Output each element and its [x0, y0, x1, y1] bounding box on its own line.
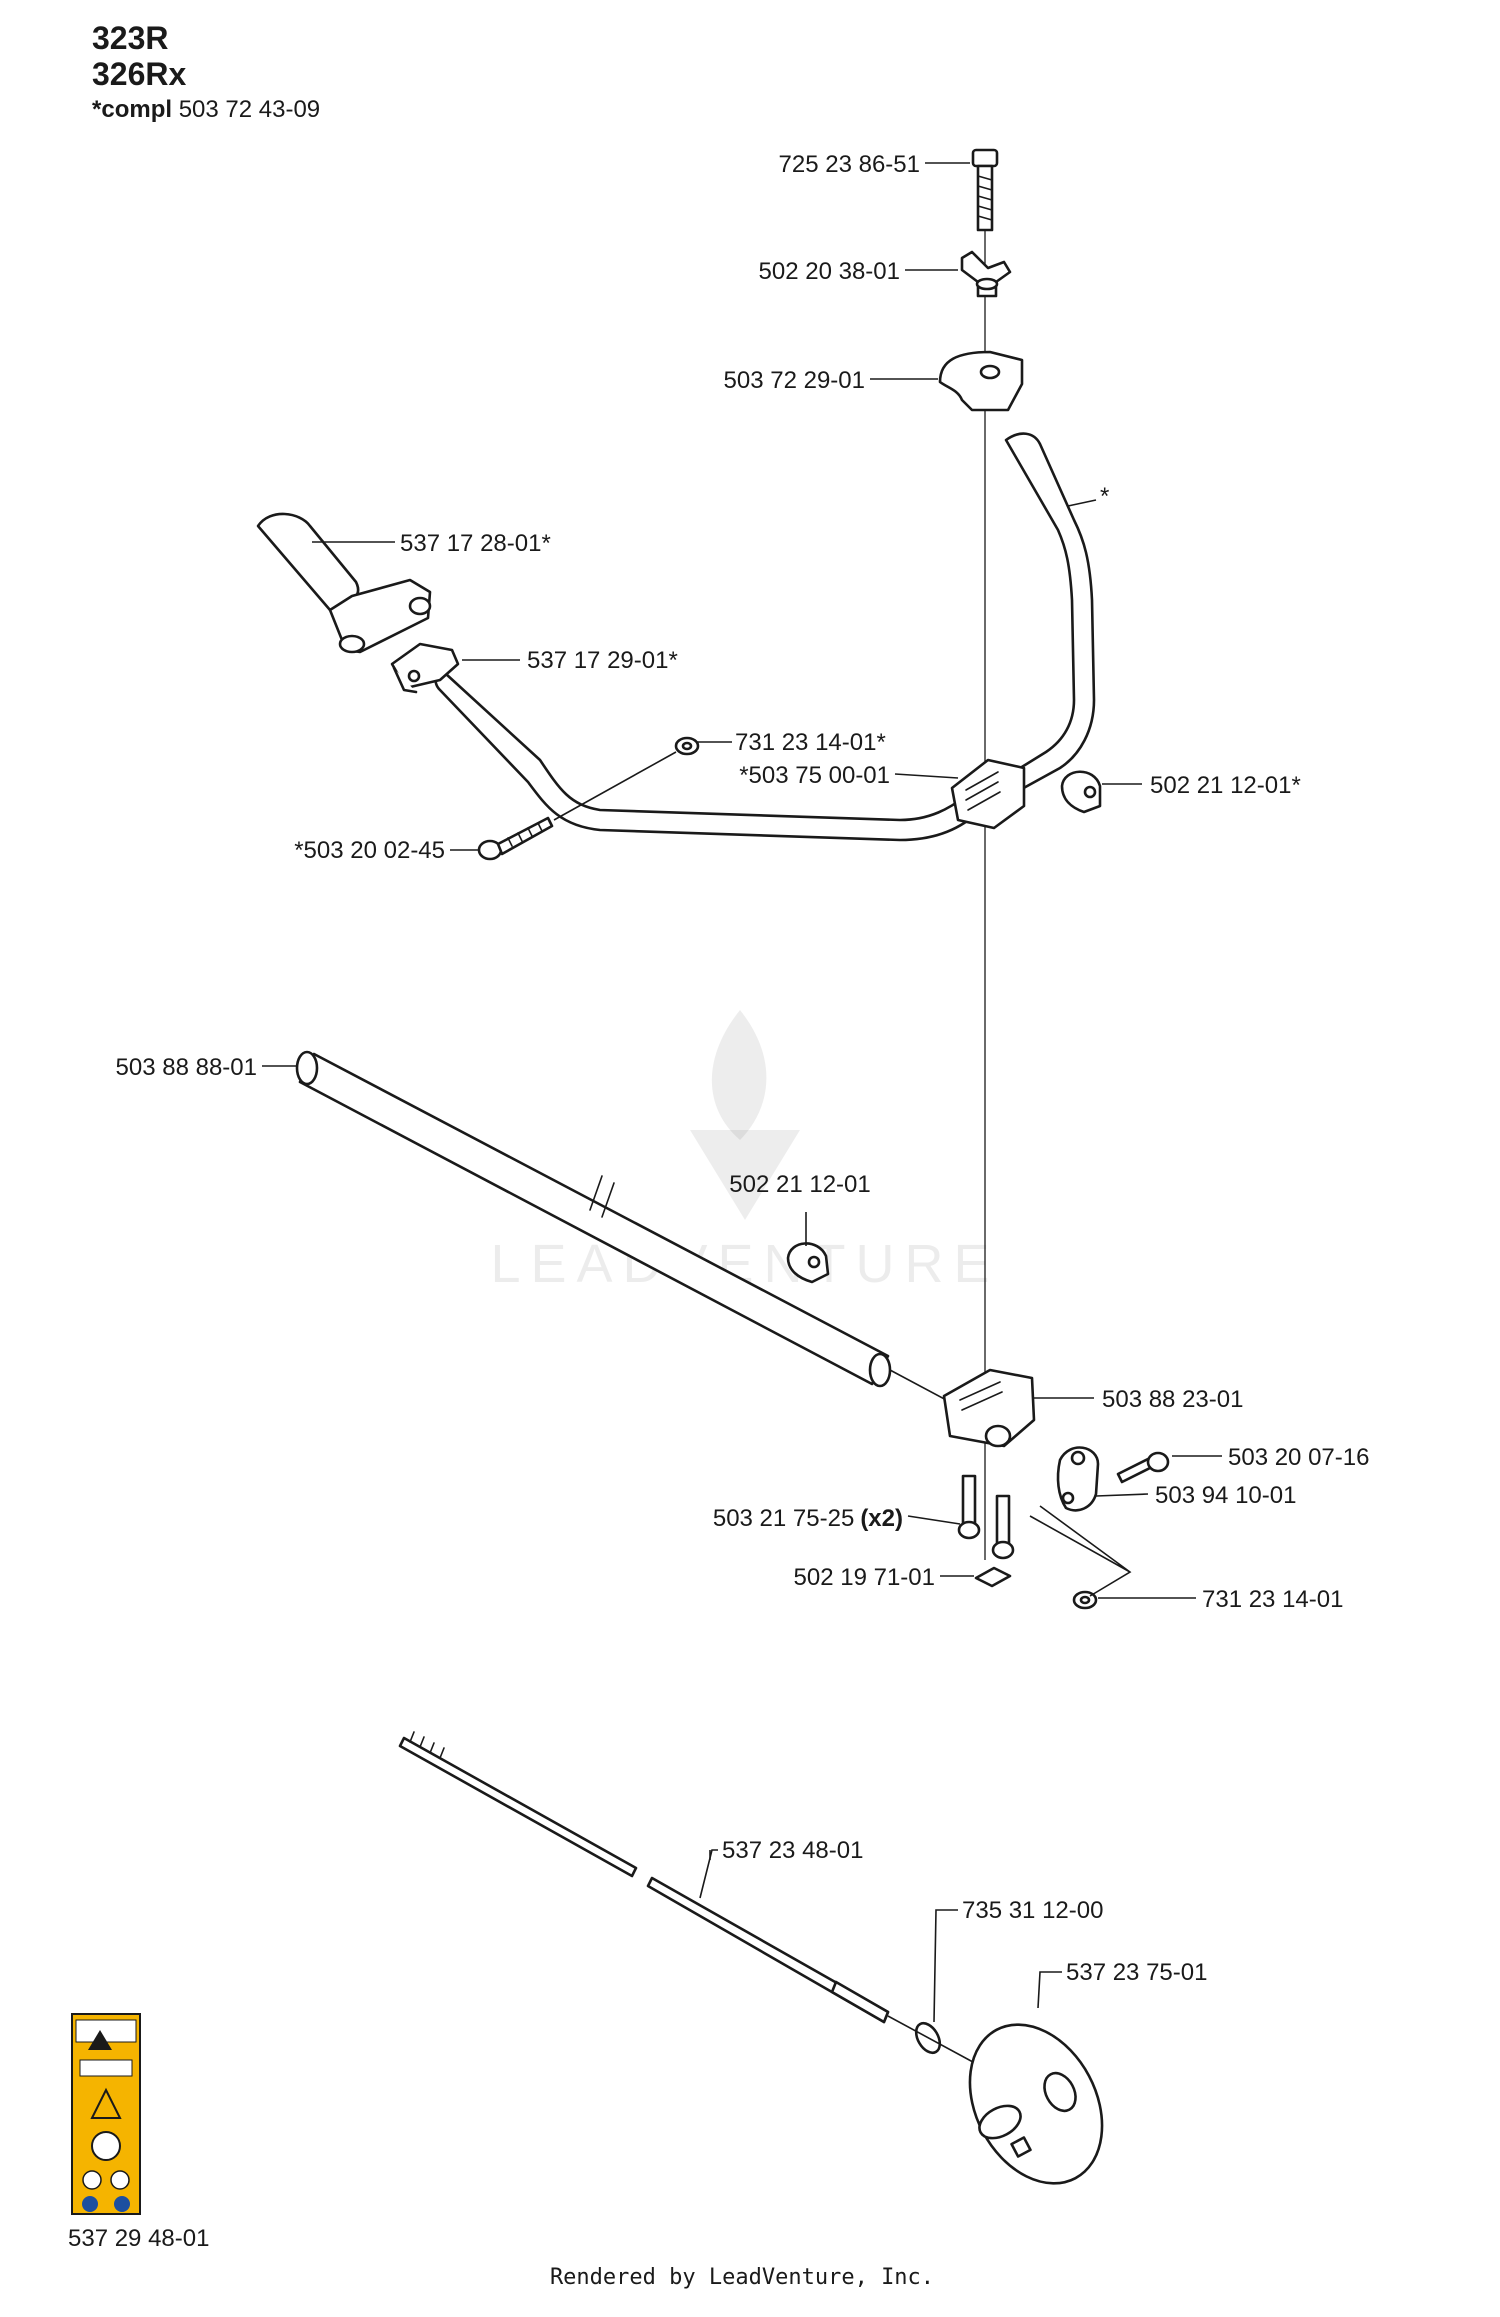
model-title-323r: 323R	[92, 20, 169, 56]
clamp-503-88-23-01[interactable]	[942, 1368, 1036, 1448]
label-731-23-14-01: 731 23 14-01	[1202, 1586, 1343, 1613]
leadventure-watermark: LEADVENTURE	[490, 1010, 990, 1294]
shaft-axis-line	[887, 2015, 985, 2069]
handlebar-right-tube[interactable]	[1002, 432, 1096, 792]
switch-537-17-29-01[interactable]	[390, 642, 460, 694]
label-735-31-12-00: 735 31 12-00	[962, 1897, 1103, 1924]
nut-502-19-71-01[interactable]	[974, 1566, 1012, 1588]
label-537-23-48-01: 537 23 48-01	[722, 1837, 863, 1864]
label-503-94-10-01: 503 94 10-01	[1155, 1482, 1296, 1509]
label-537-17-29-01: 537 17 29-01*	[527, 647, 678, 674]
handlebar-left-tube[interactable]	[434, 672, 978, 842]
tube-axis-line	[889, 1369, 951, 1403]
complete-assembly-note: *compl 503 72 43-09	[92, 96, 320, 124]
label-537-23-75-01: 537 23 75-01	[1066, 1959, 1207, 1986]
grip-537-17-28-01[interactable]	[256, 512, 432, 654]
nut-731-23-14-01-star[interactable]	[674, 736, 700, 756]
clamp-503-75-00-01[interactable]	[950, 758, 1026, 830]
clutch-drum-537-23-75-01[interactable]	[944, 2002, 1129, 2207]
label-503-88-23-01: 503 88 23-01	[1102, 1386, 1243, 1413]
clamp-top-503-72-29-01[interactable]	[938, 350, 1024, 412]
protective-gear-icon	[82, 2196, 98, 2212]
compl-number: 503 72 43-09	[178, 96, 321, 123]
label-731-23-14-01-star: 731 23 14-01*	[735, 729, 886, 756]
warning-decal-537-29-48-01[interactable]	[71, 2013, 141, 2215]
label-503-88-88-01: 503 88 88-01	[116, 1054, 257, 1081]
drive-shaft-537-23-48-01[interactable]	[398, 1731, 890, 2024]
footer-credit: Rendered by LeadVenture, Inc.	[550, 2265, 934, 2290]
ear-protection-icon	[114, 2196, 130, 2212]
knob-502-21-12-01-star[interactable]	[1060, 770, 1102, 814]
part-number-labels: 725 23 86-51 502 20 38-01 503 72 29-01 *…	[68, 151, 1369, 2252]
wing-nut-502-20-38-01[interactable]	[960, 250, 1012, 298]
screw-axis-line	[553, 751, 677, 821]
warning-triangle-icon	[88, 2030, 112, 2050]
compl-prefix: *compl	[92, 96, 173, 123]
bracket-503-94-10-01[interactable]	[1056, 1446, 1100, 1512]
knob-502-21-12-01[interactable]	[786, 1242, 830, 1284]
hazard-triangle-icon	[90, 2087, 122, 2119]
label-503-72-29-01: 503 72 29-01	[724, 367, 865, 394]
label-503-21-75-25-qty: (x2)	[860, 1505, 903, 1532]
model-title-326rx: 326Rx	[92, 56, 187, 92]
label-503-21-75-25-number: 503 21 75-25	[713, 1505, 854, 1532]
label-503-20-02-45: *503 20 02-45	[294, 837, 445, 864]
label-537-17-28-01: 537 17 28-01*	[400, 530, 551, 557]
label-star-handlebar: *	[1100, 483, 1109, 510]
watermark-v-icon	[690, 1130, 800, 1220]
screw-503-20-02-45[interactable]	[477, 816, 554, 861]
label-725-23-86-51: 725 23 86-51	[779, 151, 920, 178]
label-502-21-12-01-star: 502 21 12-01*	[1150, 772, 1301, 799]
label-503-20-07-16: 503 20 07-16	[1228, 1444, 1369, 1471]
nut-assembly-guide	[1029, 1505, 1132, 1597]
label-503-75-00-01: *503 75 00-01	[739, 762, 890, 789]
watermark-flame-icon	[711, 1010, 767, 1140]
screws-503-21-75-25[interactable]	[957, 1474, 1015, 1560]
safety-circle-icon	[91, 2131, 121, 2161]
label-537-29-48-01: 537 29 48-01	[68, 2225, 209, 2252]
label-502-20-38-01: 502 20 38-01	[759, 258, 900, 285]
screw-503-20-07-16[interactable]	[1116, 1451, 1170, 1484]
label-503-21-75-25: 503 21 75-25(x2)	[713, 1505, 903, 1532]
leader-lines	[262, 162, 1222, 2023]
label-502-19-71-01: 502 19 71-01	[794, 1564, 935, 1591]
main-tube-503-88-88-01[interactable]	[295, 1050, 892, 1388]
bolt-725-23-86-51[interactable]	[971, 148, 999, 232]
label-502-21-12-01: 502 21 12-01	[729, 1171, 870, 1198]
